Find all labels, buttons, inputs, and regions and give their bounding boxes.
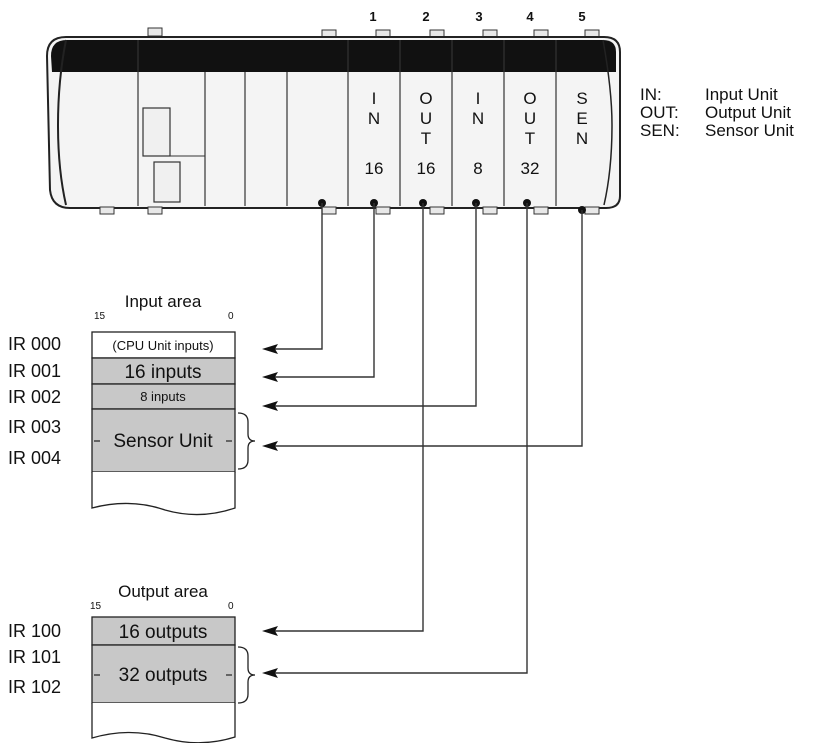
unit-3-line-1: I	[476, 89, 481, 108]
output-brace	[237, 646, 256, 704]
unit-4-line-2: U	[524, 109, 536, 128]
line-unit4-to-ir101	[275, 203, 528, 674]
unit-5-line-1: S	[576, 89, 587, 108]
unit-3-line-4: 8	[473, 159, 482, 178]
output-area-continuation	[91, 703, 236, 743]
line-unit1-to-ir001	[275, 203, 375, 378]
input-cell-cpu-inputs-label: (CPU Unit inputs)	[112, 338, 213, 353]
arrow-ir000	[262, 344, 278, 354]
output-address-102: IR 102	[8, 677, 61, 697]
input-cell-16-inputs-label: 16 inputs	[124, 362, 201, 383]
legend-meaning-in: Input Unit	[705, 85, 778, 104]
input-address-000: IR 000	[8, 334, 61, 354]
unit-1-line-4: 16	[365, 159, 384, 178]
legend-meaning-sen: Sensor Unit	[705, 121, 794, 140]
unit-legend: IN: Input Unit OUT: Output Unit SEN: Sen…	[640, 85, 794, 140]
slot-number-2: 2	[422, 9, 429, 24]
plc-rack: 1 2 3 4 5	[45, 9, 621, 215]
output-area: Output area 15 0 16 outputs 32 outputs I…	[8, 582, 256, 743]
input-address-002: IR 002	[8, 387, 61, 407]
arrow-ir100	[262, 626, 278, 636]
legend-abbr-out: OUT:	[640, 103, 679, 122]
input-address-004: IR 004	[8, 448, 61, 468]
arrow-ir002	[262, 401, 278, 411]
output-area-title: Output area	[118, 582, 208, 601]
rack-top-band	[51, 40, 616, 72]
legend-abbr-in: IN:	[640, 85, 662, 104]
unit-2-line-3: T	[421, 129, 431, 148]
input-address-003: IR 003	[8, 417, 61, 437]
slot-number-5: 5	[578, 9, 585, 24]
slot-number-1: 1	[369, 9, 376, 24]
unit-2-line-4: 16	[417, 159, 436, 178]
arrow-ir001	[262, 372, 278, 382]
input-cell-sensor-unit	[91, 408, 236, 473]
legend-meaning-out: Output Unit	[705, 103, 791, 122]
output-cell-32-outputs	[91, 644, 236, 704]
line-unit2-to-ir100	[275, 203, 424, 632]
input-cell-sensor-unit-label: Sensor Unit	[113, 431, 213, 452]
unit-5-line-2: E	[576, 109, 587, 128]
input-brace	[237, 412, 256, 470]
input-area: Input area 15 0 (CPU Unit inputs) 16 inp…	[8, 292, 256, 516]
input-cell-8-inputs-label: 8 inputs	[140, 389, 186, 404]
arrow-ir003	[262, 441, 278, 451]
unit-5-line-3: N	[576, 129, 588, 148]
line-cpu-to-ir000	[275, 203, 323, 350]
input-area-bit-high: 15	[94, 311, 106, 322]
line-unit3-to-ir002	[275, 203, 477, 407]
input-cell-8-inputs	[91, 383, 236, 410]
cpu-panel-upper	[142, 107, 171, 157]
output-address-101: IR 101	[8, 647, 61, 667]
input-address-001: IR 001	[8, 361, 61, 381]
unit-1-line-2: N	[368, 109, 380, 128]
unit-4-line-3: T	[525, 129, 535, 148]
legend-abbr-sen: SEN:	[640, 121, 680, 140]
unit-4-line-4: 32	[521, 159, 540, 178]
slot-number-4: 4	[526, 9, 534, 24]
unit-1-line-1: I	[372, 89, 377, 108]
input-area-bit-low: 0	[228, 311, 234, 322]
rack-body	[45, 36, 621, 209]
input-area-title: Input area	[125, 292, 202, 311]
unit-2-line-2: U	[420, 109, 432, 128]
output-cell-32-outputs-label: 32 outputs	[119, 665, 208, 686]
output-cell-16-outputs-label: 16 outputs	[119, 622, 208, 643]
input-area-continuation	[91, 472, 236, 516]
unit-3-line-2: N	[472, 109, 484, 128]
unit-2-line-1: O	[419, 89, 432, 108]
unit-4-line-1: O	[523, 89, 536, 108]
arrowheads	[262, 344, 278, 678]
output-area-bit-low: 0	[228, 601, 234, 612]
cpu-panel-lower	[153, 161, 181, 203]
connection-lines	[275, 203, 583, 674]
arrow-ir101	[262, 668, 278, 678]
input-cell-cpu-inputs	[91, 331, 236, 359]
line-unit5-to-ir003	[275, 210, 583, 447]
input-cell-16-inputs	[91, 357, 236, 385]
output-area-bit-high: 15	[90, 601, 102, 612]
slot-number-3: 3	[475, 9, 482, 24]
output-address-100: IR 100	[8, 621, 61, 641]
